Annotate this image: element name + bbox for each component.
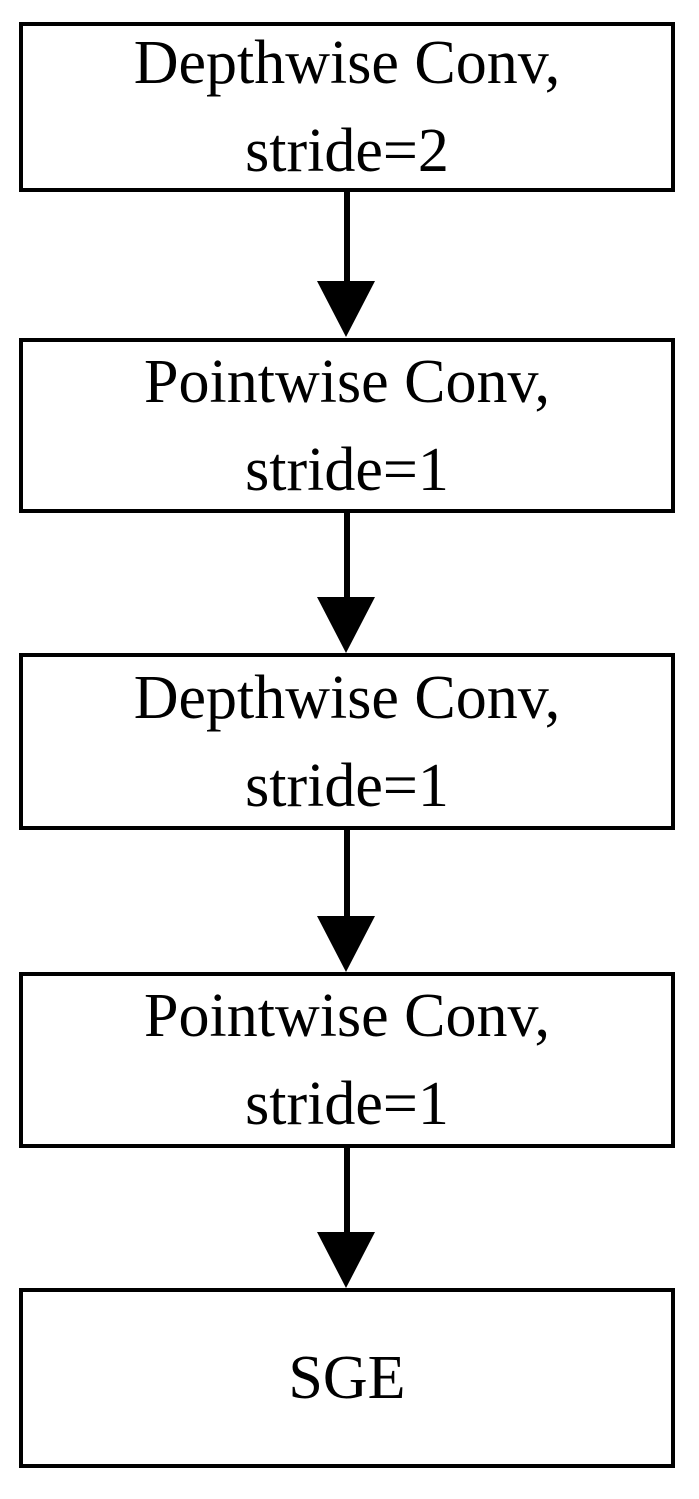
- node-label-line-1: Depthwise Conv,: [133, 29, 561, 97]
- node-label-line-2: stride=1: [245, 751, 449, 820]
- node-label-line-2: stride=1: [245, 435, 449, 504]
- node-depthwise-conv-stride-2[interactable]: Depthwise Conv, stride=2: [19, 22, 675, 192]
- node-label-line-1: SGE: [288, 1344, 406, 1412]
- arrow-head-down-icon: [317, 1232, 375, 1288]
- node-label-line-2: stride=1: [245, 1070, 449, 1138]
- node-label-line-1: Pointwise Conv,: [144, 982, 550, 1050]
- node-sge[interactable]: SGE: [19, 1288, 675, 1468]
- arrow-stem: [344, 1148, 350, 1233]
- arrow-pointwise-s1-to-sge: [0, 1148, 699, 1288]
- node-pointwise-conv-stride-1-second[interactable]: Pointwise Conv, stride=1: [19, 972, 675, 1148]
- arrow-stem: [344, 192, 350, 282]
- node-label-line-1: Depthwise Conv,: [133, 663, 561, 732]
- node-pointwise-conv-stride-1-first[interactable]: Pointwise Conv, stride=1: [19, 338, 675, 513]
- node-label-line-2: stride=2: [245, 117, 449, 185]
- arrow-stem: [344, 830, 350, 917]
- arrow-head-down-icon: [317, 597, 375, 653]
- arrow-pointwise-s1-to-depthwise-s1: [0, 513, 699, 653]
- arrow-depthwise-s2-to-pointwise-s1: [0, 192, 699, 338]
- arrow-stem: [344, 513, 350, 598]
- arrow-head-down-icon: [317, 281, 375, 337]
- node-depthwise-conv-stride-1[interactable]: Depthwise Conv, stride=1: [19, 653, 675, 830]
- arrow-head-down-icon: [317, 916, 375, 972]
- arrow-depthwise-s1-to-pointwise-s1: [0, 830, 699, 972]
- node-label-line-1: Pointwise Conv,: [144, 347, 550, 416]
